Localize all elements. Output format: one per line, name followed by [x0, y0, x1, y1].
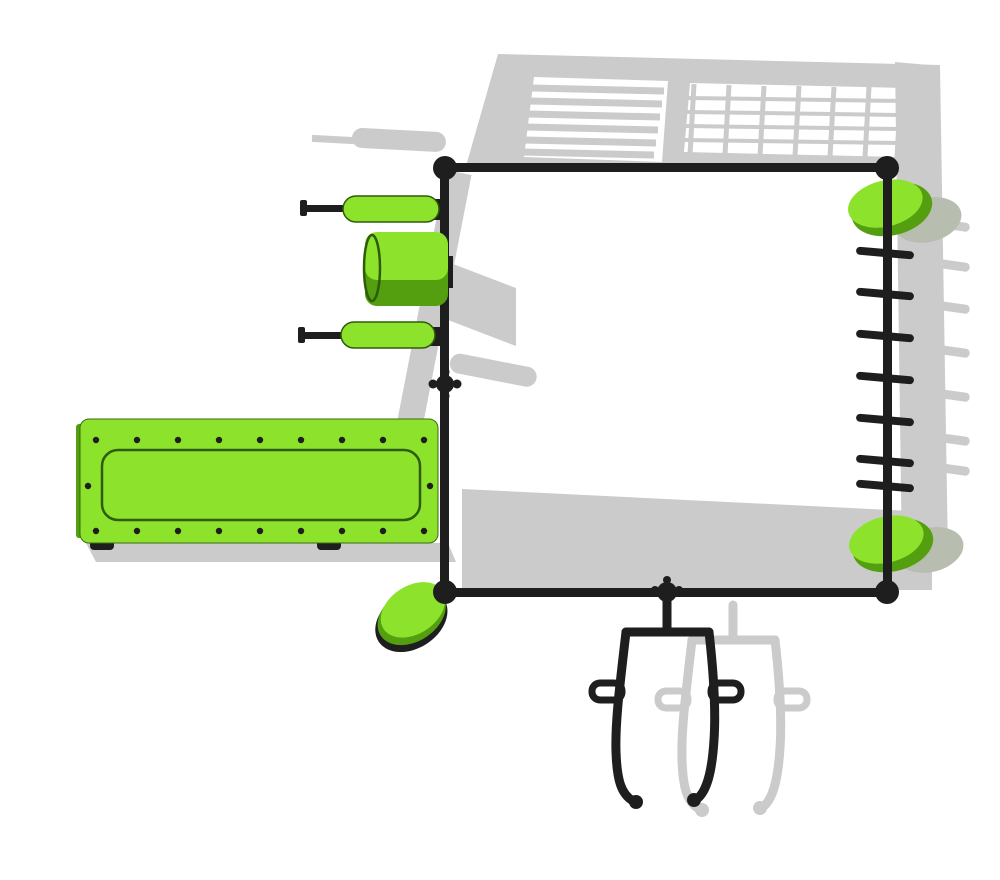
frame-joints [428, 156, 899, 604]
shadow-layer [86, 54, 970, 817]
drum-top [365, 232, 448, 280]
assembly-right-ball-end [687, 793, 701, 807]
climbing-rungs [856, 246, 914, 493]
handle-rod [305, 205, 349, 212]
joint-bottom-left [433, 580, 457, 604]
top-bar [440, 163, 892, 172]
handle-shadow-top-left [311, 128, 446, 152]
frame [428, 156, 914, 604]
joint-top-left [433, 156, 457, 180]
assembly-left-ball-end [629, 795, 643, 809]
drum-rim [362, 233, 382, 303]
ground-shadow [462, 489, 932, 590]
assembly-left-tab [588, 679, 626, 704]
roller-drum [362, 232, 453, 306]
assembly-left-arm [611, 627, 638, 806]
hanging-bar-assembly [588, 592, 745, 809]
assembly-right-tab [707, 679, 745, 704]
bench-bolts [84, 436, 434, 535]
push-handle-top [300, 195, 446, 223]
bench-shadow [86, 543, 456, 562]
push-handle-lower [298, 321, 445, 349]
handle-pad [342, 195, 440, 223]
center-joint-shadows [646, 522, 742, 590]
assembly-right-arm [692, 627, 720, 804]
bench [76, 418, 439, 550]
wheel-disc-bottom-left [375, 582, 448, 653]
joint-bottom-center [651, 576, 683, 602]
overhead-ladder-shadow [521, 77, 668, 162]
handle-rod [303, 332, 347, 339]
cargo-net-shadow [684, 83, 904, 158]
joint-left-mid [428, 367, 462, 401]
joint-bottom-right [875, 580, 899, 604]
bench-inner-outline [100, 448, 422, 522]
handle-rod-endcap [300, 200, 307, 216]
right-side-shadow [894, 62, 970, 573]
hanging-bar-shadow [654, 600, 811, 817]
joint-top-right [875, 156, 899, 180]
handle-rod-endcap [298, 327, 305, 343]
handle-pad [340, 321, 436, 349]
